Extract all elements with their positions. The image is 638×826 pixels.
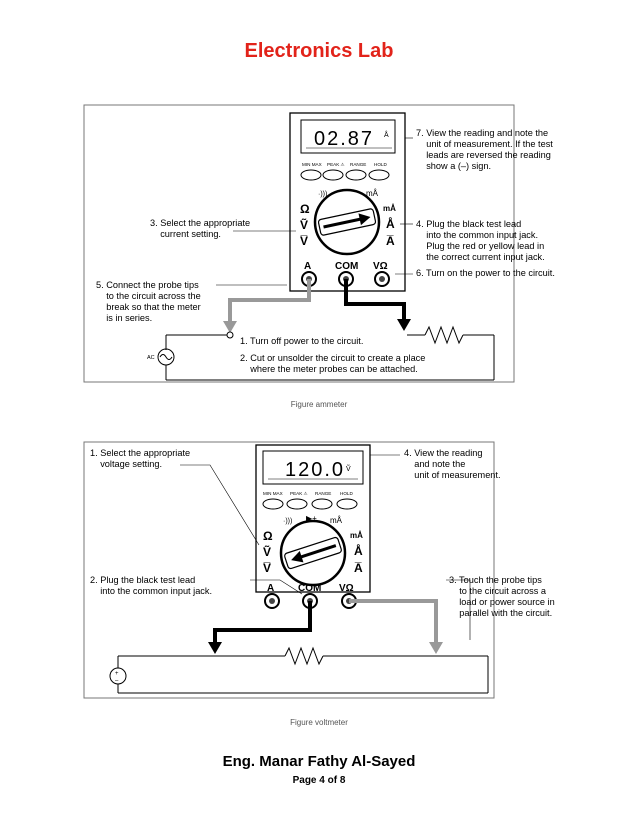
ammeter-note-4: 4. Plug the black test lead into the com…	[416, 219, 545, 262]
voltmeter-note-1: 1. Select the appropriate voltage settin…	[90, 448, 191, 469]
figure-frame	[83, 441, 495, 699]
button-label-range: RANGE	[315, 491, 331, 496]
display-reading: 02.87	[314, 128, 374, 150]
button-label-hold: HOLD	[340, 491, 353, 496]
dial-label-vac: Ṽ	[263, 544, 271, 559]
dial-label-ma: mÅ	[366, 189, 379, 198]
sound-icon: ·)))	[283, 518, 292, 525]
ac-source-label: AC	[147, 355, 155, 361]
peak-button	[286, 498, 308, 510]
ammeter-caption: Figure ammeter	[290, 400, 348, 409]
red-probe-tip	[223, 321, 237, 333]
lcd-display	[300, 119, 396, 154]
dial-label-vdc: V̅	[263, 561, 271, 575]
dial-label-ma: mÅ	[330, 516, 343, 525]
voltmeter-note-4: 4. View the reading and note the unit of…	[404, 448, 501, 480]
minmax-button	[300, 169, 322, 181]
figure-frame	[83, 104, 515, 383]
black-probe-tip	[397, 319, 411, 331]
ammeter-circuit	[157, 137, 495, 381]
jack-label-vohm: VΩ	[339, 583, 354, 594]
footer-author: Eng. Manar Fathy Al-Sayed	[222, 753, 416, 770]
lcd-display	[262, 450, 364, 485]
button-label-minmax: MIN MAX	[263, 491, 283, 496]
dial-label-ma-dc: mÅ	[350, 531, 363, 540]
ammeter-note-3: 3. Select the appropriate current settin…	[150, 218, 251, 239]
range-button	[345, 169, 367, 181]
button-label-peak: PEAK ⚠	[290, 491, 309, 496]
black-probe-tip	[208, 642, 222, 654]
black-test-lead	[344, 279, 406, 320]
dial-label-adc: A̅	[386, 234, 395, 248]
jack-label-com: COM	[298, 583, 321, 594]
diode-icon: ▶+	[306, 514, 317, 523]
dial-pointer-arrow	[358, 213, 371, 226]
red-probe-tip	[429, 642, 443, 654]
button-label-range: RANGE	[350, 162, 366, 167]
black-test-lead	[213, 601, 312, 643]
jack-label-a: A	[267, 583, 274, 594]
jack-label-vohm: VΩ	[373, 261, 388, 272]
ammeter-note-2: 2. Cut or unsolder the circuit to create…	[240, 353, 426, 374]
dial-label-vdc: V̅	[300, 234, 308, 248]
ammeter-note-5: 5. Connect the probe tips to the circuit…	[96, 280, 201, 323]
button-label-peak: PEAK ⚠	[327, 162, 346, 167]
dial-label-adc: A̅	[354, 561, 363, 575]
jack-label-a: A	[304, 261, 311, 272]
voltmeter-circuit	[109, 454, 489, 694]
hold-button	[368, 169, 390, 181]
range-button	[311, 498, 333, 510]
voltmeter-note-3: 3. Touch the probe tips to the circuit a…	[449, 575, 555, 618]
red-test-lead	[228, 279, 311, 322]
dial-pointer-arrow	[291, 551, 304, 563]
dial-label-ohm: Ω	[300, 202, 310, 216]
dial-label-aac: Å	[354, 543, 363, 558]
dial-label-ma-dc: mÅ	[383, 204, 396, 213]
sound-icon: ·)))	[318, 191, 327, 198]
footer-page-number: Page 4 of 8	[292, 775, 346, 786]
hold-button	[336, 498, 358, 510]
display-unit: Ṽ	[346, 464, 351, 473]
dc-source-minus: –	[115, 678, 119, 684]
button-label-minmax: MIN MAX	[302, 162, 322, 167]
ammeter-note-7: 7. View the reading and note the unit of…	[416, 128, 553, 171]
voltmeter-caption: Figure voltmeter	[290, 718, 348, 727]
voltmeter-note-2: 2. Plug the black test lead into the com…	[90, 575, 213, 596]
peak-button	[322, 169, 344, 181]
ammeter-note-6: 6. Turn on the power to the circuit.	[416, 268, 555, 278]
display-unit: Å	[384, 130, 389, 139]
button-label-hold: HOLD	[374, 162, 387, 167]
page-title: Electronics Lab	[244, 40, 394, 62]
dial-label-aac: Å	[386, 216, 395, 231]
display-reading: 120.0	[285, 459, 345, 481]
dial-label-ohm: Ω	[263, 529, 273, 543]
dc-source-plus: +	[115, 671, 119, 677]
dial-label-vac: Ṽ	[300, 217, 308, 232]
ammeter-note-1: 1. Turn off power to the circuit.	[240, 336, 364, 346]
minmax-button	[262, 498, 284, 510]
red-test-lead	[349, 599, 438, 643]
jack-label-com: COM	[335, 261, 358, 272]
